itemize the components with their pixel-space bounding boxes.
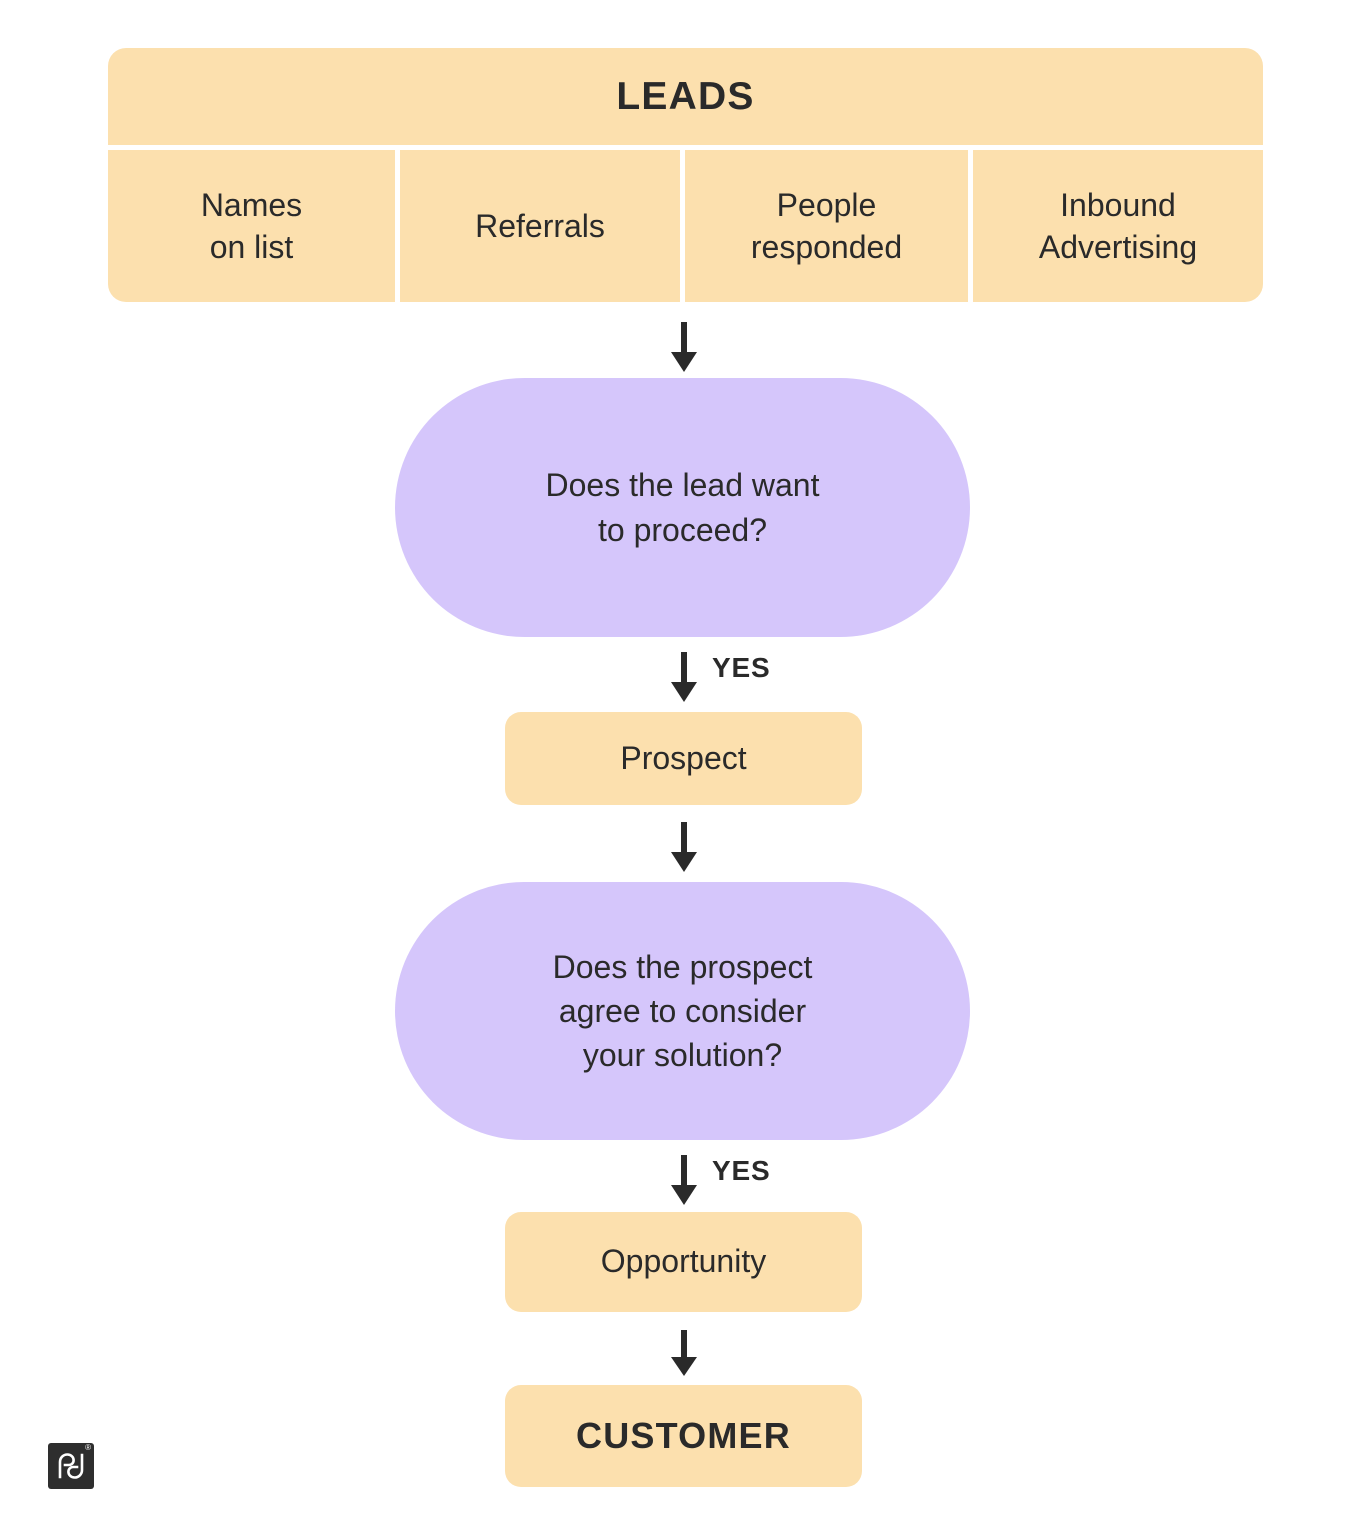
down-arrow-icon [671, 1330, 697, 1376]
leads-source-label: People responded [750, 186, 903, 265]
connector-label: YES [712, 1155, 771, 1186]
node-opportunity: Opportunity [505, 1212, 862, 1312]
connector-prospect-to-decision2 [668, 822, 712, 874]
down-arrow-icon [671, 652, 697, 702]
pandadoc-logo: ® [48, 1443, 94, 1489]
node-label: Opportunity [600, 1243, 767, 1280]
connector-opportunity-to-customer [668, 1330, 712, 1378]
down-arrow-icon [671, 322, 697, 372]
leads-source-referrals: Referrals [395, 150, 680, 302]
connector-label: YES [712, 652, 771, 683]
leads-source-names-on-list: Names on list [108, 150, 395, 302]
down-arrow-icon [671, 1155, 697, 1205]
leads-source-people-responded: People responded [680, 150, 968, 302]
node-label: CUSTOMER [576, 1414, 791, 1456]
leads-source-label: Referrals [475, 207, 605, 244]
node-label: Does the lead want to proceed? [545, 467, 820, 548]
leads-header-divider [108, 145, 1263, 150]
connector-decision2-to-opportunity: YES [668, 1155, 770, 1207]
leads-source-row: Names on list Referrals People responded… [108, 150, 1263, 302]
registered-trademark-icon: ® [85, 1443, 91, 1452]
connector-decision1-to-prospect: YES [668, 652, 770, 704]
leads-source-inbound-advertising: Inbound Advertising [968, 150, 1263, 302]
pd-monogram-icon [58, 1453, 84, 1479]
leads-source-label: Names on list [200, 186, 303, 265]
node-label: Prospect [620, 739, 747, 776]
node-prospect: Prospect [505, 712, 862, 805]
leads-header: LEADS [108, 48, 1263, 145]
node-decision-consider-solution: Does the prospect agree to consider your… [395, 882, 970, 1140]
down-arrow-icon [671, 822, 697, 872]
logo-background [48, 1443, 94, 1489]
leads-source-label: Inbound Advertising [1038, 186, 1198, 265]
leads-title: LEADS [616, 74, 755, 118]
node-label: Does the prospect agree to consider your… [552, 948, 813, 1074]
leads-panel: LEADS Names on list Referrals People res… [108, 48, 1263, 302]
node-decision-lead-proceed: Does the lead want to proceed? [395, 378, 970, 637]
connector-leads-to-decision1 [668, 322, 712, 374]
node-customer: CUSTOMER [505, 1385, 862, 1487]
